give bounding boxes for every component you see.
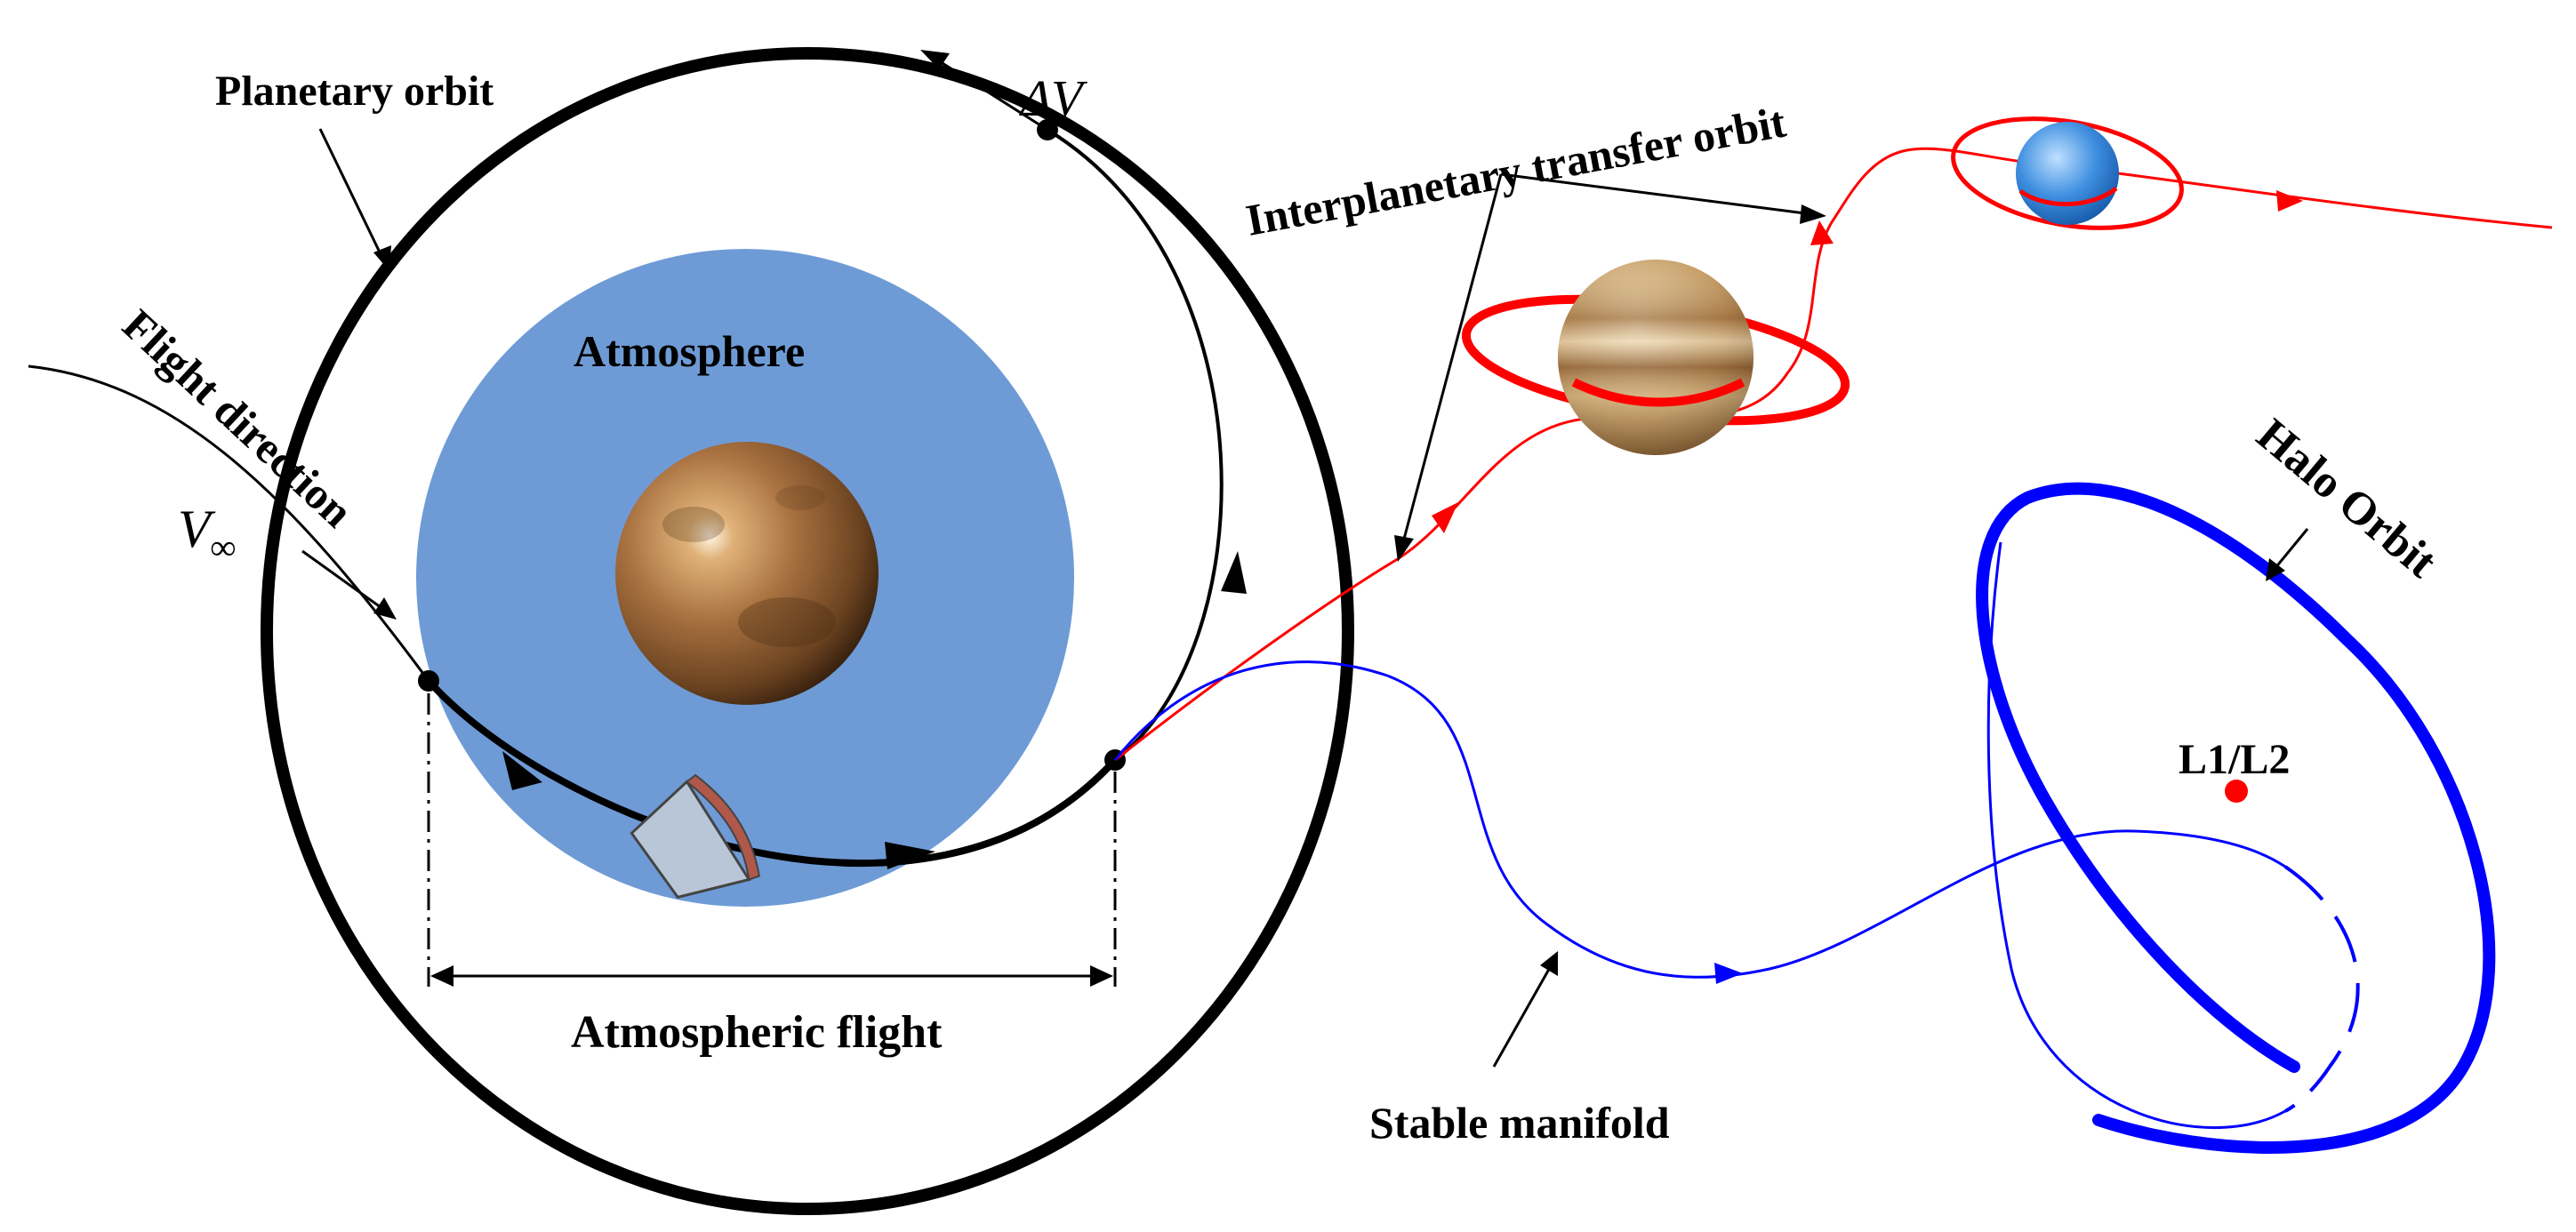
mars-planet-icon: [615, 442, 879, 705]
flight-arrow-1: [502, 751, 542, 790]
delta-v-prefix: Δ: [1019, 69, 1051, 127]
entry-capsule-icon: [630, 773, 760, 900]
approach-trajectory: [28, 364, 430, 682]
v-infinity-subscript: ∞: [211, 527, 237, 567]
delta-v-symbol: V: [1051, 69, 1088, 127]
delta-v-arrow-line: [937, 59, 1048, 132]
planetary-orbit-leader-head: [373, 245, 391, 271]
v-infinity-symbol: V: [178, 500, 216, 558]
entry-point: [418, 670, 439, 692]
delta-v-label: ΔV: [1019, 69, 1088, 127]
transfer-arrow-2: [1810, 220, 1834, 245]
transfer-arrow-3: [2276, 190, 2303, 212]
atmospheric-flight-label: Atmospheric flight: [571, 1007, 943, 1058]
transfer-label-leader-left-head: [1394, 535, 1414, 562]
exit-arc: [1046, 128, 1224, 762]
atmo-span-arrow-left: [430, 965, 453, 987]
halo-orbit-label: Halo Orbit: [2247, 410, 2446, 588]
halo-label-leader-head: [2266, 558, 2285, 581]
flight-direction-label: Flight direction: [113, 300, 362, 537]
transfer-label-leader-right-head: [1800, 204, 1826, 224]
delta-v-arrow-head: [920, 50, 950, 69]
halo-label-leader: [2273, 528, 2309, 570]
flight-direction-arrow-head: [373, 597, 397, 620]
halo-orbit-path: [1976, 482, 2496, 1154]
manifold-label-leader-head: [1540, 951, 1558, 976]
manifold-label-leader: [1492, 964, 1553, 1068]
flight-arrow-2: [885, 842, 935, 869]
exit-arc-arrow: [1221, 551, 1247, 594]
transfer-label-leader-right: [1500, 172, 1806, 215]
jupiter-planet-icon: [1461, 260, 1850, 455]
transfer-label-leader-left: [1401, 173, 1503, 543]
planetary-orbit-label: Planetary orbit: [215, 68, 494, 115]
planetary-orbit-ellipse: [261, 47, 1354, 1215]
neptune-planet-icon: [1951, 116, 2184, 230]
halo-inner-dashed: [2283, 865, 2360, 1113]
lagrange-point-label: L1/L2: [2179, 736, 2290, 783]
manifold-arrow: [1714, 963, 1743, 984]
stable-manifold-label: Stable manifold: [1369, 1098, 1670, 1148]
halo-inner-loop: [1986, 541, 2286, 1129]
transfer-arrow-1: [1432, 502, 1458, 533]
transfer-orbit-label: Interplanetary transfer orbit: [1242, 97, 1790, 245]
flight-direction-arrow: [301, 549, 385, 612]
delta-v-point: [1037, 119, 1058, 140]
lagrange-point-marker: [2225, 780, 2248, 803]
stable-manifold-path: [1113, 660, 2286, 979]
atmo-span-arrow-right: [1090, 965, 1113, 987]
transfer-orbit-path: [1114, 147, 2553, 762]
atmosphere-label: Atmosphere: [574, 326, 805, 376]
planetary-orbit-leader: [318, 128, 384, 259]
v-infinity-label: V∞: [178, 500, 236, 567]
